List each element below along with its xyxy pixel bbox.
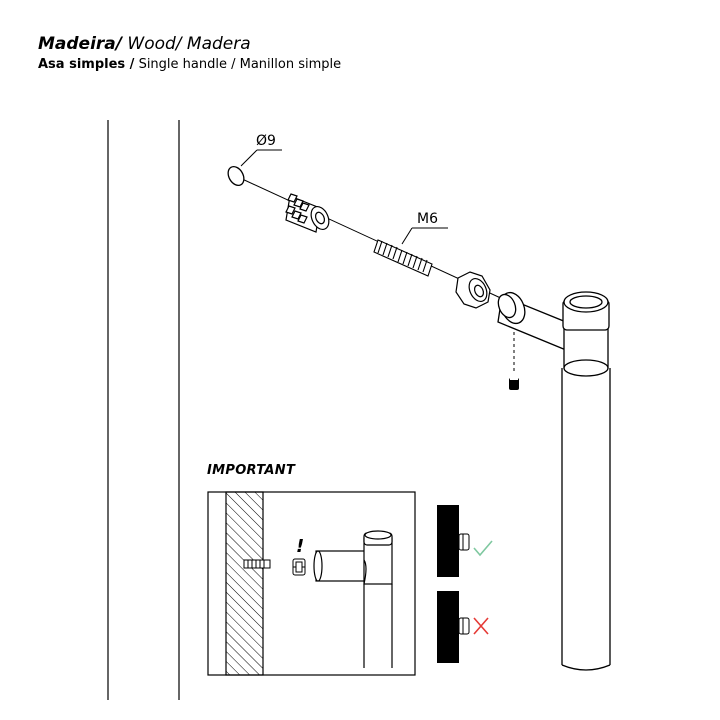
incorrect-example: [437, 591, 470, 663]
diameter-label: Ø9: [256, 133, 276, 149]
cross-icon: [473, 617, 489, 635]
subtitle-single-handle: Single handle / Manillon simple: [134, 57, 342, 72]
title-madera: Madera: [181, 34, 251, 54]
title-madeira: Madeira/: [38, 34, 122, 54]
subtitle-asa-simples: Asa simples /: [38, 57, 135, 72]
page-title: Madeira/ Wood/ Madera: [38, 33, 251, 55]
grub-screw: [509, 378, 519, 390]
wall-insert: [243, 559, 271, 569]
page-subtitle: Asa simples / Single handle / Manillon s…: [38, 56, 341, 74]
wall-screw: [247, 560, 265, 568]
wall-section: [225, 491, 264, 676]
detail-handle: [313, 530, 393, 668]
important-heading: IMPORTANT: [207, 463, 296, 478]
threaded-rod: [373, 227, 448, 277]
thread-label: M6: [417, 211, 438, 227]
correct-example: [437, 505, 470, 577]
title-wood: Wood/: [121, 34, 182, 54]
hex-nut: [455, 271, 491, 309]
drill-hole: [227, 149, 282, 186]
check-icon: [473, 540, 493, 557]
warning-mark: !: [296, 536, 304, 557]
small-nut: [292, 558, 306, 576]
bar-handle: [497, 291, 611, 671]
threaded-insert: [285, 193, 330, 233]
